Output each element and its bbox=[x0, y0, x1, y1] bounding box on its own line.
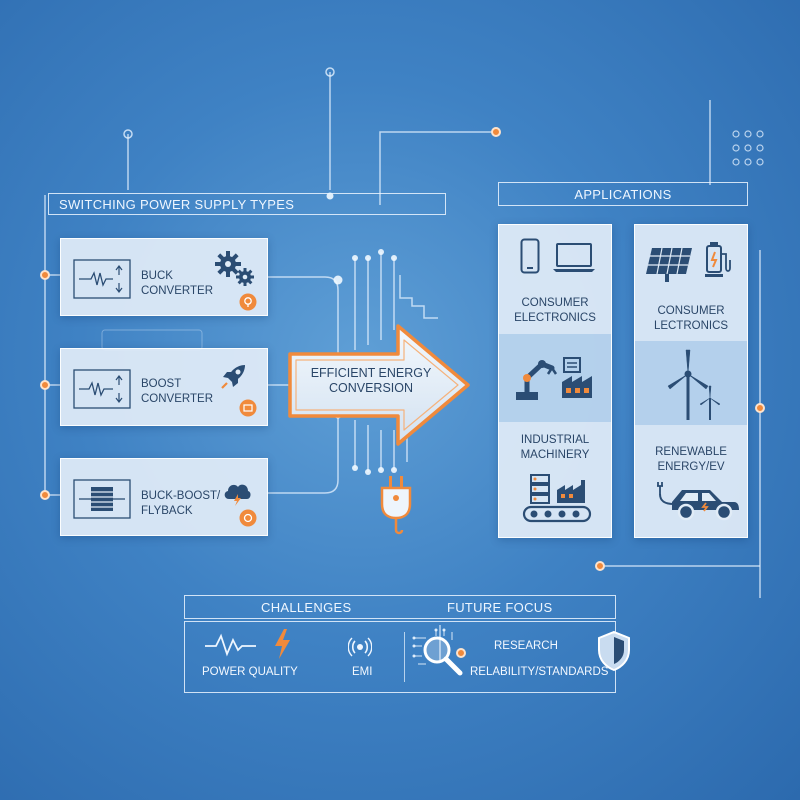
bottom-divider bbox=[404, 632, 405, 682]
gear-icon bbox=[215, 251, 254, 286]
electric-car-icon bbox=[657, 482, 739, 521]
boost-schematic-icon bbox=[73, 369, 131, 409]
conveyor-belt-icon bbox=[522, 505, 592, 523]
applications-right-column bbox=[634, 224, 748, 538]
smartphone-icon bbox=[520, 238, 540, 274]
applications-title: APPLICATIONS bbox=[574, 187, 672, 202]
research-label: RESEARCH bbox=[494, 640, 558, 652]
app-label-consumer-electronics: CONSUMER ELECTRONICS bbox=[514, 297, 596, 324]
bottom-title-box: CHALLENGES FUTURE FOCUS bbox=[184, 595, 616, 619]
factory-icon bbox=[562, 357, 592, 398]
node-dot bbox=[40, 380, 50, 390]
plug-icon bbox=[380, 476, 412, 535]
app-label-renewable-energy: RENEWABLE ENERGY/EV bbox=[655, 446, 727, 473]
converter-card-buck[interactable]: BUCK CONVERTER bbox=[60, 238, 268, 316]
refresh-badge-icon bbox=[239, 509, 257, 527]
power-quality-label: POWER QUALITY bbox=[202, 666, 298, 678]
converter-label: BUCK-BOOST/ FLYBACK bbox=[141, 490, 221, 517]
battery-badge-icon bbox=[239, 399, 257, 417]
applications-right-highlight bbox=[635, 341, 747, 425]
converter-card-boost[interactable]: BOOST CONVERTER bbox=[60, 348, 268, 426]
buck-schematic-icon bbox=[73, 259, 131, 299]
node-dot bbox=[40, 270, 50, 280]
solar-panel-icon bbox=[646, 247, 692, 282]
applications-title-box: APPLICATIONS bbox=[498, 182, 748, 206]
waveform-icon bbox=[205, 633, 256, 657]
center-label: EFFICIENT ENERGY CONVERSION bbox=[310, 366, 432, 395]
magnifier-circuit-icon bbox=[412, 628, 463, 676]
challenges-title: CHALLENGES bbox=[261, 600, 352, 615]
app-label-consumer-lectronics: CONSUMER LECTRONICS bbox=[653, 305, 729, 332]
converter-label: BUCK CONVERTER bbox=[141, 270, 213, 297]
lightbulb-icon bbox=[239, 293, 257, 311]
rocket-icon bbox=[221, 365, 245, 389]
server-icon bbox=[530, 474, 550, 504]
reliability-label: RELABILITY/STANDARDS bbox=[470, 666, 609, 678]
robot-arm-icon bbox=[516, 360, 558, 400]
lightning-icon bbox=[275, 629, 290, 659]
ev-charger-icon bbox=[705, 242, 731, 277]
app-label-industrial-machinery: INDUSTRIAL MACHINERY bbox=[520, 434, 590, 461]
switching-title: SWITCHING POWER SUPPLY TYPES bbox=[59, 197, 295, 212]
future-focus-title: FUTURE FOCUS bbox=[447, 600, 553, 615]
applications-left-highlight bbox=[499, 334, 611, 422]
node-dot bbox=[595, 561, 605, 571]
converter-label: BOOST CONVERTER bbox=[141, 378, 213, 405]
switching-title-box: SWITCHING POWER SUPPLY TYPES bbox=[48, 193, 446, 215]
shield-icon bbox=[598, 630, 630, 672]
node-dot bbox=[456, 648, 466, 658]
efficient-energy-arrow bbox=[288, 324, 470, 446]
node-dot bbox=[40, 490, 50, 500]
cloud-lightning-icon bbox=[224, 484, 251, 506]
emi-label: EMI bbox=[352, 666, 373, 678]
applications-left-column bbox=[498, 224, 612, 538]
factory-small-icon bbox=[557, 480, 585, 503]
node-dot bbox=[491, 127, 501, 137]
signal-waves-icon bbox=[348, 637, 372, 657]
laptop-icon bbox=[553, 243, 595, 272]
wind-turbine-icon bbox=[667, 349, 721, 420]
node-dot bbox=[755, 403, 765, 413]
transformer-schematic-icon bbox=[73, 479, 131, 519]
converter-card-flyback[interactable]: BUCK-BOOST/ FLYBACK bbox=[60, 458, 268, 536]
